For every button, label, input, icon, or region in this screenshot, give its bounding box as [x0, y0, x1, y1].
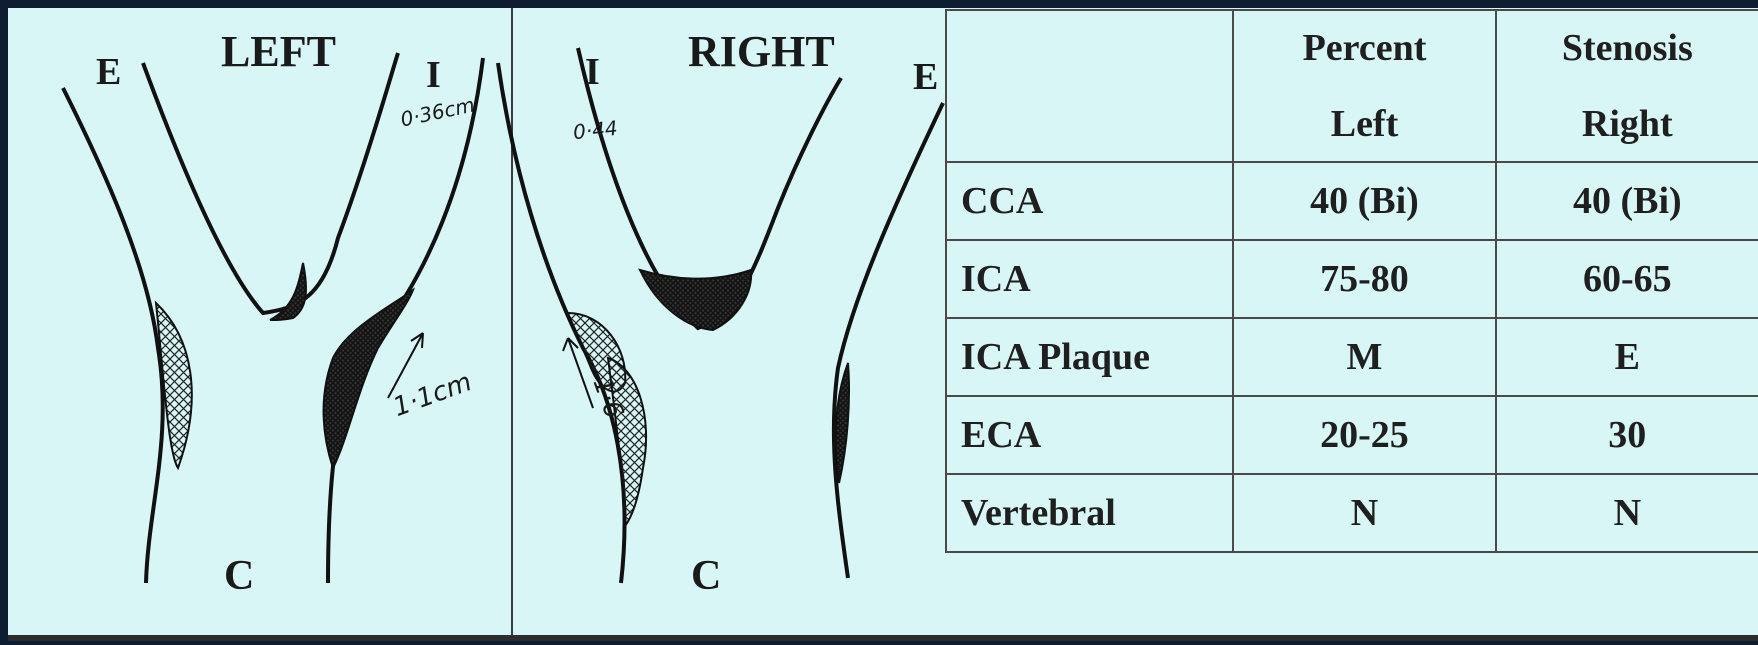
stenosis-table: Percent Left Stenosis Right CCA 40 (Bi) … — [945, 9, 1758, 553]
header-empty-cell — [946, 10, 1233, 162]
left-label-e: E — [96, 53, 121, 91]
table-row: CCA 40 (Bi) 40 (Bi) — [946, 162, 1758, 240]
row-label: CCA — [946, 162, 1233, 240]
bottom-border — [8, 635, 1758, 641]
row-label: ICA Plaque — [946, 318, 1233, 396]
header-right-cell: Stenosis Right — [1496, 10, 1758, 162]
row-right-value: 30 — [1496, 396, 1758, 474]
left-inner-wall — [328, 58, 483, 583]
left-title: LEFT — [221, 30, 336, 74]
left-ica-plaque — [324, 290, 413, 468]
table-row: ECA 20-25 30 — [946, 396, 1758, 474]
right-label-c: C — [691, 555, 721, 597]
row-right-value: E — [1496, 318, 1758, 396]
header-left-cell: Percent Left — [1233, 10, 1495, 162]
table-header-row: Percent Left Stenosis Right — [946, 10, 1758, 162]
right-carotid-drawing — [513, 8, 953, 641]
row-label: Vertebral — [946, 474, 1233, 552]
table-row: ICA Plaque M E — [946, 318, 1758, 396]
header-right: Right — [1582, 102, 1673, 146]
left-label-c: C — [224, 555, 254, 597]
row-label: ICA — [946, 240, 1233, 318]
row-left-value: 20-25 — [1233, 396, 1495, 474]
row-right-value: 60-65 — [1496, 240, 1758, 318]
left-label-i: I — [426, 56, 441, 94]
right-label-i: I — [585, 53, 600, 91]
header-left: Left — [1331, 102, 1399, 146]
right-carotid-diagram: RIGHT I E C 0·44 1·6 — [513, 8, 953, 641]
row-left-value: 75-80 — [1233, 240, 1495, 318]
report-sheet: LEFT E I C 0·36cm 1·1cm — [8, 8, 1758, 641]
right-title: RIGHT — [688, 30, 835, 74]
right-label-e: E — [913, 58, 938, 96]
header-stenosis: Stenosis — [1562, 26, 1693, 70]
left-carotid-diagram: LEFT E I C 0·36cm 1·1cm — [8, 8, 513, 641]
row-label: ECA — [946, 396, 1233, 474]
header-percent: Percent — [1303, 26, 1427, 70]
left-bifurcation — [143, 53, 398, 313]
right-crotch-plaque — [640, 270, 751, 330]
row-right-value: 40 (Bi) — [1496, 162, 1758, 240]
row-left-value: N — [1233, 474, 1495, 552]
right-outer-wall — [834, 103, 943, 578]
row-left-value: 40 (Bi) — [1233, 162, 1495, 240]
row-left-value: M — [1233, 318, 1495, 396]
table-row: Vertebral N N — [946, 474, 1758, 552]
left-outer-wall — [63, 88, 163, 583]
right-inner-wall — [498, 63, 625, 583]
table-row: ICA 75-80 60-65 — [946, 240, 1758, 318]
row-right-value: N — [1496, 474, 1758, 552]
right-note-top: 0·44 — [572, 116, 619, 145]
